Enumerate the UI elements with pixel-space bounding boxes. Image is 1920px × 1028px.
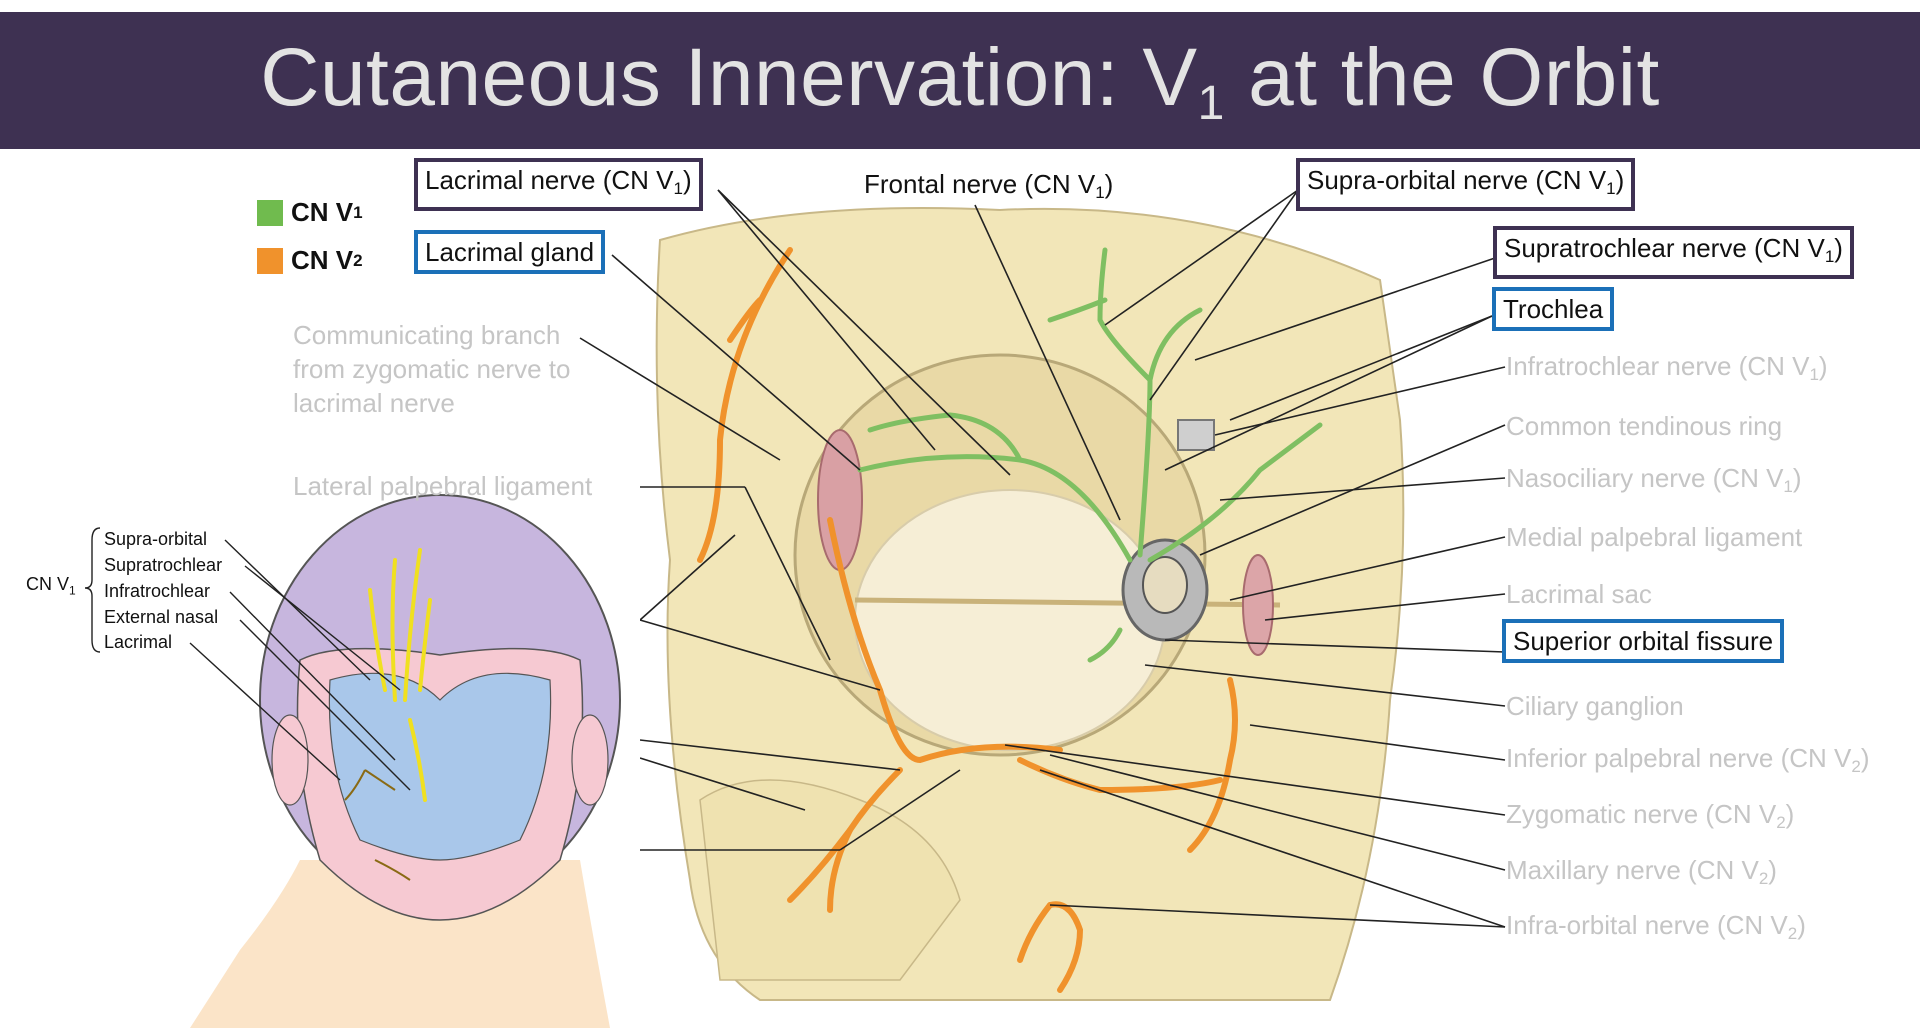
lacrimal-gland-shape xyxy=(817,429,863,571)
label-inferior-palpebral-nerve: Inferior palpebral nerve (CN V2) xyxy=(1506,743,1870,776)
label-superior-orbital-fissure: Superior orbital fissure xyxy=(1502,619,1785,663)
label-lateral-palpebral-ligament: Lateral palpebral ligament xyxy=(293,471,593,501)
label-zygomatic-nerve: Zygomatic nerve (CN V2) xyxy=(1506,799,1795,832)
label-ciliary-ganglion: Ciliary ganglion xyxy=(1506,691,1684,721)
inset-label-lacrimal: Lacrimal xyxy=(104,632,173,652)
label-lacrimal-gland: Lacrimal gland xyxy=(414,230,606,274)
label-infratrochlear-nerve: Infratrochlear nerve (CN V1) xyxy=(1506,351,1828,384)
face-inset xyxy=(0,494,640,1028)
inset-label-infratrochlear: Infratrochlear xyxy=(104,581,211,601)
label-common-tendinous-ring: Common tendinous ring xyxy=(1506,411,1783,441)
lacrimal-sac-shape xyxy=(1242,554,1274,656)
title-bar: Cutaneous Innervation: V1 at the Orbit xyxy=(0,12,1920,149)
label-supraorbital-nerve: Supra-orbital nerve (CN V1) xyxy=(1296,158,1636,211)
label-lacrimal-nerve: Lacrimal nerve (CN V1) xyxy=(414,158,703,211)
inset-group-label: CN V1 xyxy=(26,574,76,598)
label-supratrochlear-nerve: Supratrochlear nerve (CN V1) xyxy=(1493,226,1854,279)
label-trochlea: Trochlea xyxy=(1492,287,1615,331)
label-nasociliary-nerve: Nasociliary nerve (CN V1) xyxy=(1506,463,1802,496)
inset-label-supraorbital: Supra-orbital xyxy=(104,529,208,549)
label-medial-palpebral-ligament: Medial palpebral ligament xyxy=(1506,522,1803,552)
inset-label-external-nasal: External nasal xyxy=(104,607,219,627)
legend-swatch-v2 xyxy=(257,247,283,274)
inset-leaders xyxy=(84,527,411,791)
legend-swatch-v1 xyxy=(257,199,283,226)
label-lacrimal-sac: Lacrimal sac xyxy=(1506,579,1652,609)
slide-title: Cutaneous Innervation: V1 at the Orbit xyxy=(260,31,1660,130)
label-maxillary-nerve: Maxillary nerve (CN V2) xyxy=(1506,855,1777,888)
eyeball xyxy=(854,489,1166,751)
label-infraorbital-nerve: Infra-orbital nerve (CN V2) xyxy=(1506,910,1806,943)
label-frontal-nerve: Frontal nerve (CN V1) xyxy=(864,169,1114,202)
label-communicating-branch: Communicating branch from zygomatic nerv… xyxy=(293,320,571,418)
inset-label-supratrochlear: Supratrochlear xyxy=(104,555,223,575)
